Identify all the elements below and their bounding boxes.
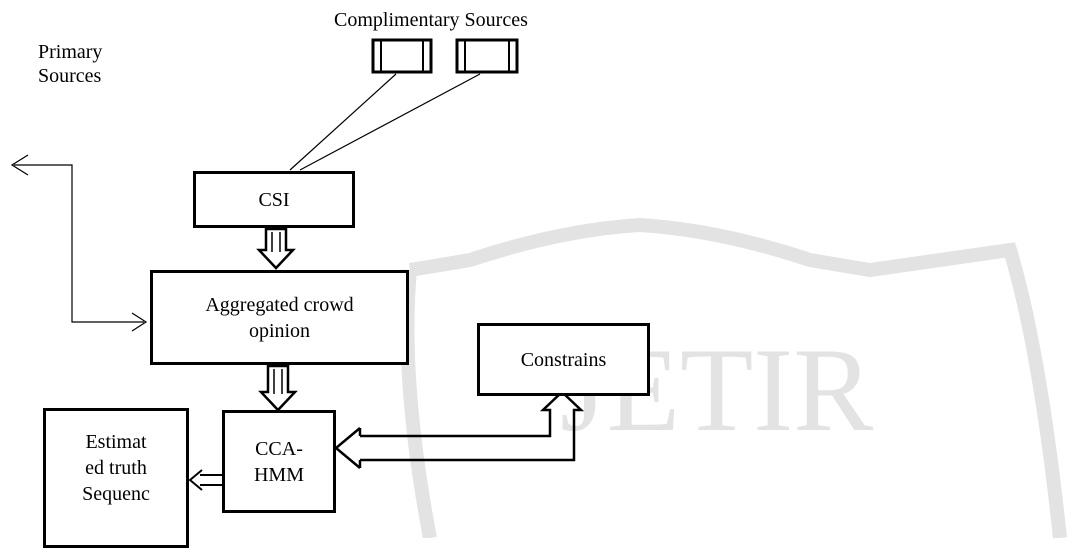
primary-sources-label: Primary Sources (38, 41, 103, 87)
source-line-2 (299, 73, 481, 171)
cca-hmm-line2: HMM (253, 463, 304, 486)
arrow-cca-to-estimated (188, 469, 222, 491)
estimated-line1: Estimat (85, 431, 147, 453)
csi-box: CSI (193, 171, 355, 228)
constrains-label: Constrains (520, 348, 607, 371)
primary-arrowhead-right (131, 312, 148, 332)
complimentary-source-box-2 (455, 38, 519, 74)
complimentary-sources-label: Complimentary Sources (334, 9, 528, 31)
aggregated-crowd-opinion-box: Aggregated crowd opinion (150, 270, 409, 365)
primary-arrowhead-left (10, 154, 29, 176)
csi-label: CSI (258, 188, 290, 211)
source-line-1 (289, 73, 397, 171)
constrains-box: Constrains (477, 323, 650, 396)
cca-hmm-line1: CCA- (255, 437, 303, 460)
estimated-line2: ed truth (85, 457, 147, 479)
estimated-truth-sequence-box: Estimat ed truth Sequenc (43, 408, 189, 548)
arrow-aggregated-to-cca (258, 364, 298, 412)
primary-sources-connector (14, 164, 144, 323)
arrow-cca-constrains (334, 390, 585, 469)
arrow-csi-to-aggregated (256, 227, 296, 270)
complimentary-source-box-1 (371, 38, 433, 74)
estimated-line3: Sequenc (82, 483, 150, 505)
cca-hmm-box: CCA- HMM (222, 410, 336, 513)
aggregated-label: Aggregated crowd opinion (205, 293, 354, 342)
